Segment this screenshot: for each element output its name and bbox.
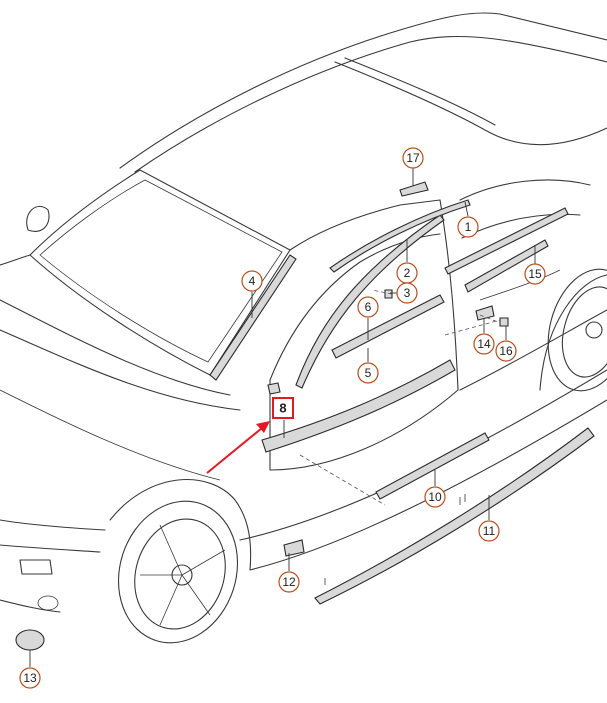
- part-6-belt-molding: [331, 294, 445, 359]
- part-13-rear-strip: [464, 239, 549, 293]
- part-8-clip: [267, 382, 281, 395]
- part-4-pillar-strip: [209, 254, 297, 381]
- callout-16[interactable]: 16: [495, 340, 517, 362]
- part-10-rocker-molding: [375, 432, 490, 500]
- svg-text:6: 6: [365, 300, 372, 314]
- callout-14[interactable]: 14: [473, 333, 495, 355]
- callout-2[interactable]: 2: [396, 262, 418, 284]
- callout-1[interactable]: 1: [457, 216, 479, 238]
- callout-4[interactable]: 4: [241, 270, 263, 292]
- callout-6[interactable]: 6: [357, 296, 379, 318]
- callout-11[interactable]: 11: [478, 520, 500, 542]
- svg-text:16: 16: [499, 344, 513, 358]
- svg-text:1: 1: [465, 220, 472, 234]
- rear-wheel: [547, 268, 607, 392]
- svg-text:3: 3: [404, 286, 411, 300]
- part-1-roof-strip: [329, 199, 471, 273]
- part-12-clip: [283, 539, 305, 557]
- callout-8-highlighted[interactable]: 8: [272, 397, 294, 419]
- part-2-frame-strip: [295, 214, 445, 389]
- callout-17[interactable]: 17: [402, 147, 424, 169]
- part-13-upper-strip: [444, 207, 569, 275]
- svg-text:14: 14: [477, 337, 491, 351]
- svg-text:12: 12: [282, 575, 296, 589]
- part-8-sill-trim: [261, 359, 456, 453]
- svg-text:5: 5: [365, 366, 372, 380]
- callouts: 17 1 2 3 4 6 5 8: [19, 147, 546, 689]
- svg-text:17: 17: [406, 151, 420, 165]
- callout-15[interactable]: 13: [19, 667, 41, 689]
- part-11-side-sill: [314, 427, 595, 605]
- callout-5[interactable]: 5: [357, 362, 379, 384]
- assembly-guides: [299, 289, 501, 506]
- trim-parts: [15, 181, 595, 651]
- part-15-emblem: [15, 629, 45, 651]
- svg-text:11: 11: [483, 524, 496, 538]
- part-16-screw: [499, 317, 509, 327]
- callout-12[interactable]: 12: [278, 571, 300, 593]
- svg-text:2: 2: [404, 266, 411, 280]
- callout-10[interactable]: 10: [424, 486, 446, 508]
- svg-text:10: 10: [428, 490, 442, 504]
- part-17-clip: [399, 181, 429, 197]
- svg-text:13: 13: [23, 671, 37, 685]
- part-14-bracket: [475, 305, 495, 321]
- car-body-outline: [0, 12, 607, 613]
- part-3-screw: [384, 289, 393, 299]
- callout-3[interactable]: 3: [396, 282, 418, 304]
- highlight-arrow: [206, 421, 270, 474]
- leader-lines: [29, 168, 536, 667]
- svg-text:15: 15: [528, 267, 542, 281]
- front-wheel: [117, 500, 239, 644]
- svg-text:8: 8: [279, 401, 286, 416]
- svg-text:4: 4: [249, 274, 256, 288]
- callout-13[interactable]: 15: [524, 263, 546, 285]
